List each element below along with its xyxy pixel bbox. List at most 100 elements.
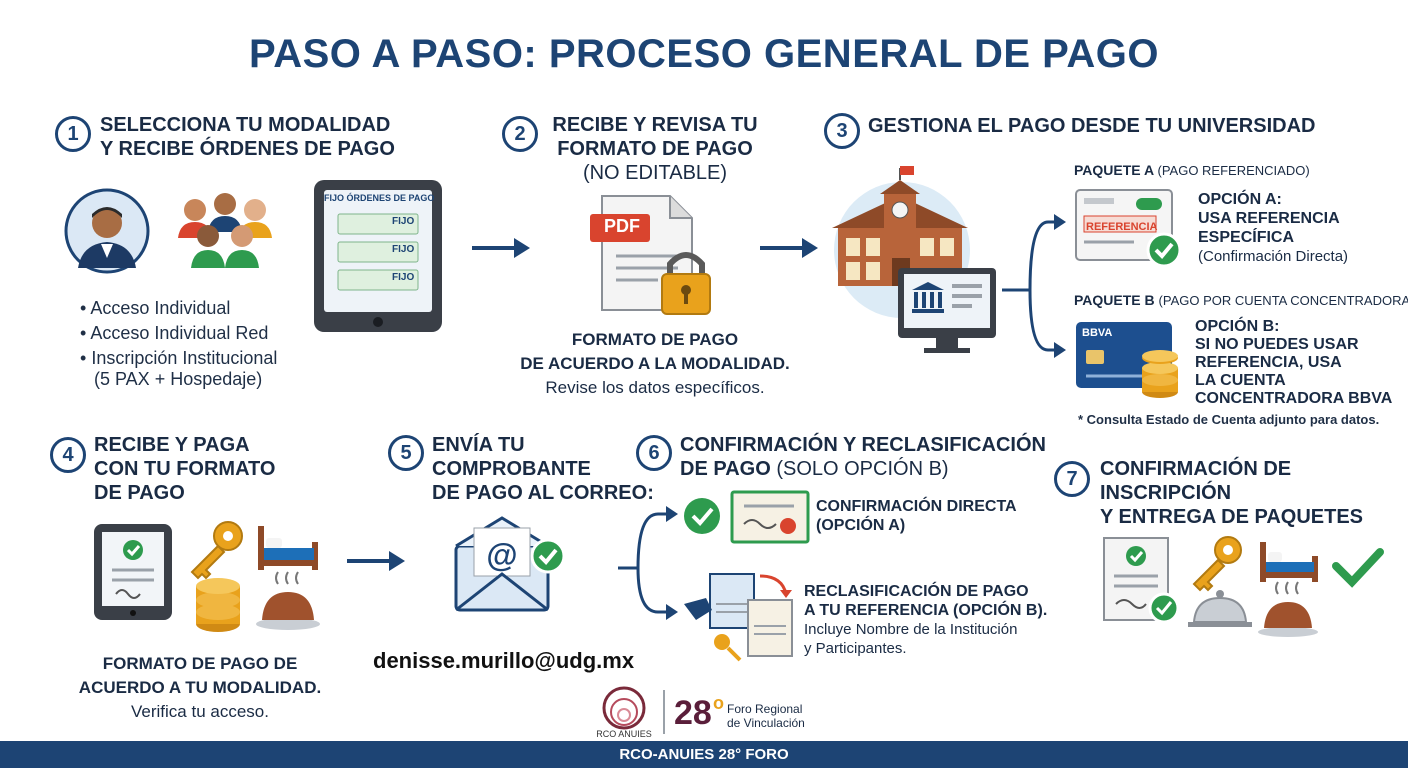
reclassification-documents-icon (684, 573, 793, 662)
registration-delivery-icons (1103, 536, 1384, 637)
direct-confirmation-line1: CONFIRMACIÓN DIRECTA (816, 498, 1017, 515)
referencia-card-icon (1075, 189, 1182, 268)
confirmed-document-icon (1103, 537, 1180, 624)
step-5-heading-line2: COMPROBANTE (432, 458, 591, 480)
key-icon (1192, 536, 1242, 592)
step-6-heading: CONFIRMACIÓN Y RECLASIFICACIÓN DE PAGO (… (680, 433, 1046, 481)
payment-package-icons (94, 521, 320, 632)
step-4-heading-line1: RECIBE Y PAGA (94, 434, 250, 456)
step-3-number: 3 (824, 113, 860, 149)
forum-name: Foro Regional de Vinculación (727, 702, 805, 730)
step-2-heading: RECIBE Y REVISA TU FORMATO DE PAGO (NO E… (535, 113, 775, 185)
coins-icon (196, 578, 240, 632)
referencia-label: REFERENCIA (1086, 221, 1158, 233)
step-2-subheading: (NO EDITABLE) (582, 162, 728, 184)
opcion-b-line: REFERENCIA, USA (1195, 354, 1342, 371)
step-7-heading-line2: INSCRIPCIÓN (1100, 482, 1232, 504)
forum-number: 28 (674, 694, 712, 732)
arrow-right-icon (472, 238, 530, 258)
meal-icon (256, 571, 320, 630)
individual-user-icon (64, 188, 150, 274)
tablet-row-3: FIJO (392, 272, 415, 283)
step-7-heading-line1: CONFIRMACIÓN DE (1100, 458, 1292, 480)
step-5-heading: ENVÍA TU COMPROBANTE DE PAGO AL CORREO: (432, 433, 654, 505)
step-4-caption: FORMATO DE PAGO DE ACUERDO A TU MODALIDA… (50, 652, 350, 724)
contact-email[interactable]: denisse.murillo@udg.mx (373, 648, 635, 673)
direct-confirmation-line2: (OPCIÓN A) (816, 517, 906, 534)
opcion-b-line: OPCIÓN B: (1195, 318, 1280, 335)
step-5-number: 5 (388, 435, 424, 471)
step-2-caption: FORMATO DE PAGO DE ACUERDO A LA MODALIDA… (495, 328, 815, 400)
pdf-label: PDF (604, 216, 640, 236)
opcion-a-line: USA REFERENCIA (1198, 210, 1340, 227)
step-4-caption-line3: Verifica tu acceso. (131, 702, 269, 721)
paquete-b-name: PAQUETE B (1074, 292, 1155, 308)
reclassification-text: RECLASIFICACIÓN DE PAGO A TU REFERENCIA … (804, 582, 1047, 658)
step-1-heading-line1: SELECCIONA TU MODALIDAD (100, 114, 391, 136)
arrow-right-icon (347, 551, 405, 571)
bbva-label: BBVA (1082, 327, 1113, 339)
step-6-heading-scope: (SOLO OPCIÓN B) (776, 458, 949, 480)
modality-item: Acceso Individual Red (80, 321, 277, 346)
step-2-caption-line1: FORMATO DE PAGO (571, 330, 739, 349)
reclassification-line3: Incluye Nombre de la Institución (804, 621, 1018, 638)
step-6-heading-line1: CONFIRMACIÓN Y RECLASIFICACIÓN (680, 434, 1046, 456)
payment-format-tablet-icon (94, 524, 172, 620)
step-1-number: 1 (55, 116, 91, 152)
bbva-footnote: * Consulta Estado de Cuenta adjunto para… (1078, 412, 1380, 427)
step-7-heading: CONFIRMACIÓN DE INSCRIPCIÓN Y ENTREGA DE… (1100, 457, 1363, 529)
footer-bar: RCO-ANUIES 28° FORO (0, 741, 1408, 768)
forum-name-line1: Foro Regional (727, 702, 803, 716)
step-4-heading-line3: DE PAGO (94, 482, 185, 504)
rco-anuies-logo (602, 686, 646, 730)
locked-pdf-icon (590, 195, 711, 315)
email-envelope-icon: @ (454, 516, 566, 612)
tablet-title: FIJO ÓRDENES DE PAGO (324, 193, 435, 203)
step-1-heading-line2: Y RECIBE ÓRDENES DE PAGO (100, 138, 395, 160)
paquete-b-label: PAQUETE B (PAGO POR CUENTA CONCENTRADORA… (1074, 292, 1408, 309)
modality-note: (5 PAX + Hospedaje) (94, 369, 263, 389)
reclassification-line4: y Participantes. (804, 640, 907, 657)
tablet-row-2: FIJO (392, 244, 415, 255)
svg-text:@: @ (486, 537, 517, 573)
group-users-icon (178, 193, 272, 268)
step-7-heading-line3: Y ENTREGA DE PAQUETES (1100, 506, 1364, 528)
opcion-b-text: OPCIÓN B: SI NO PUEDES USAR REFERENCIA, … (1195, 318, 1392, 408)
opcion-a-line: ESPECÍFICA (1198, 229, 1295, 246)
forum-name-line2: de Vinculación (727, 716, 805, 730)
step-5-heading-line3: DE PAGO AL CORREO: (432, 482, 654, 504)
modality-list: Acceso Individual Acceso Individual Red … (80, 296, 277, 371)
branch-connector (1002, 214, 1066, 358)
opcion-b-line: SI NO PUEDES USAR (1195, 336, 1359, 353)
opcion-a-line: OPCIÓN A: (1198, 191, 1282, 208)
opcion-a-sub: (Confirmación Directa) (1198, 248, 1349, 265)
direct-confirmation-text: CONFIRMACIÓN DIRECTA (OPCIÓN A) (816, 497, 1017, 535)
modality-item: Inscripción Institucional (80, 346, 277, 371)
step-3-heading: GESTIONA EL PAGO DESDE TU UNIVERSIDAD (868, 115, 1316, 137)
step-2-heading-line2: FORMATO DE PAGO (557, 138, 753, 160)
check-icon (1332, 548, 1384, 588)
paquete-a-name: PAQUETE A (1074, 162, 1154, 178)
reclassification-line2: A TU REFERENCIA (OPCIÓN B). (804, 602, 1048, 619)
paquete-a-label: PAQUETE A (PAGO REFERENCIADO) (1074, 162, 1310, 179)
step-5-heading-line1: ENVÍA TU (432, 434, 525, 456)
opcion-b-line: CONCENTRADORA BBVA (1195, 390, 1393, 407)
bed-icon (258, 526, 318, 570)
university-payment-icon (832, 166, 996, 353)
bbva-card-icon (1076, 322, 1178, 398)
payment-orders-tablet-icon (314, 180, 442, 332)
tablet-row-1: FIJO (392, 216, 415, 227)
rco-anuies-text: RCO ANUIES (596, 729, 652, 739)
step-7-number: 7 (1054, 461, 1090, 497)
step-1-heading: SELECCIONA TU MODALIDAD Y RECIBE ÓRDENES… (100, 113, 395, 161)
arrow-right-icon (760, 238, 818, 258)
step-6-number: 6 (636, 435, 672, 471)
paquete-a-type: (PAGO REFERENCIADO) (1157, 163, 1310, 178)
branch-connector (618, 506, 678, 620)
step-2-caption-line3: Revise los datos específicos. (545, 378, 765, 397)
step-6-heading-line2: DE PAGO (680, 458, 771, 480)
logo-divider (663, 690, 665, 734)
paquete-b-type: (PAGO POR CUENTA CONCENTRADORA) (1158, 293, 1408, 308)
opcion-a-text: OPCIÓN A: USA REFERENCIA ESPECÍFICA (Con… (1198, 190, 1348, 266)
modality-item: Acceso Individual (80, 296, 277, 321)
